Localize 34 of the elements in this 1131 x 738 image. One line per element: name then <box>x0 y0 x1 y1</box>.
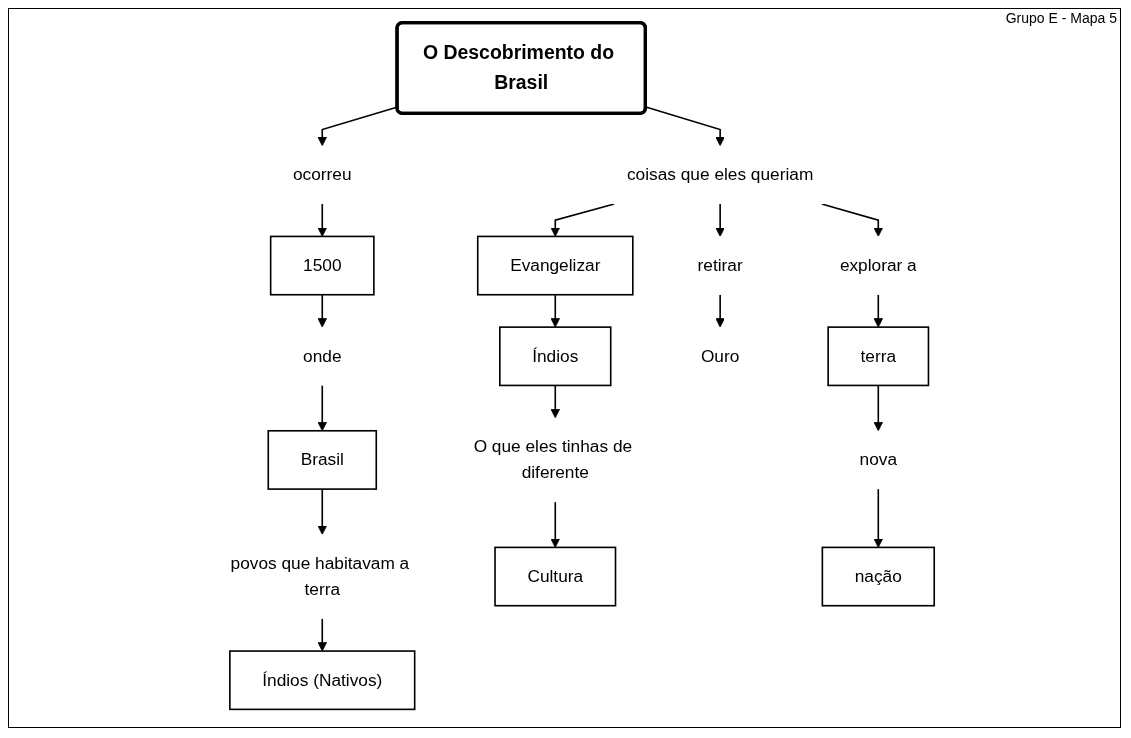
arrow <box>317 617 327 652</box>
node-text: O que eles tinhas de diferente <box>473 437 633 482</box>
map-number-note: Grupo E - Mapa 5 <box>1005 10 1117 26</box>
arrow <box>715 203 725 237</box>
arrow <box>873 293 884 328</box>
node-text: povos que habitavam a terra <box>230 553 410 599</box>
arrow <box>317 384 327 432</box>
node-box: Índios <box>499 326 612 387</box>
arrow <box>550 501 560 548</box>
node-text: onde <box>303 346 342 365</box>
node-box: nação <box>821 546 936 607</box>
arrow <box>873 488 884 548</box>
node-text: nova <box>859 450 898 469</box>
node-box: Evangelizar <box>476 235 634 296</box>
arrow <box>317 203 327 237</box>
arrow <box>550 384 560 419</box>
node-box: Índios (Nativos) <box>229 650 416 711</box>
arrow <box>550 293 560 328</box>
arrow <box>550 203 615 237</box>
arrow <box>645 106 725 147</box>
node-text: ocorreu <box>292 165 352 184</box>
node-box: terra <box>827 326 930 387</box>
arrow <box>317 488 327 535</box>
node-box: 1500 <box>269 235 375 296</box>
arrow <box>873 384 884 432</box>
node-text: coisas que eles queriam <box>626 165 814 184</box>
arrow <box>317 293 327 328</box>
arrow <box>821 203 884 237</box>
node-text: Ouro <box>700 346 740 365</box>
arrow <box>715 293 725 328</box>
node-text: explorar a <box>839 255 917 275</box>
node-text: retirar <box>697 255 743 275</box>
node-box: Cultura <box>494 546 617 607</box>
node-box: Brasil <box>267 430 378 490</box>
